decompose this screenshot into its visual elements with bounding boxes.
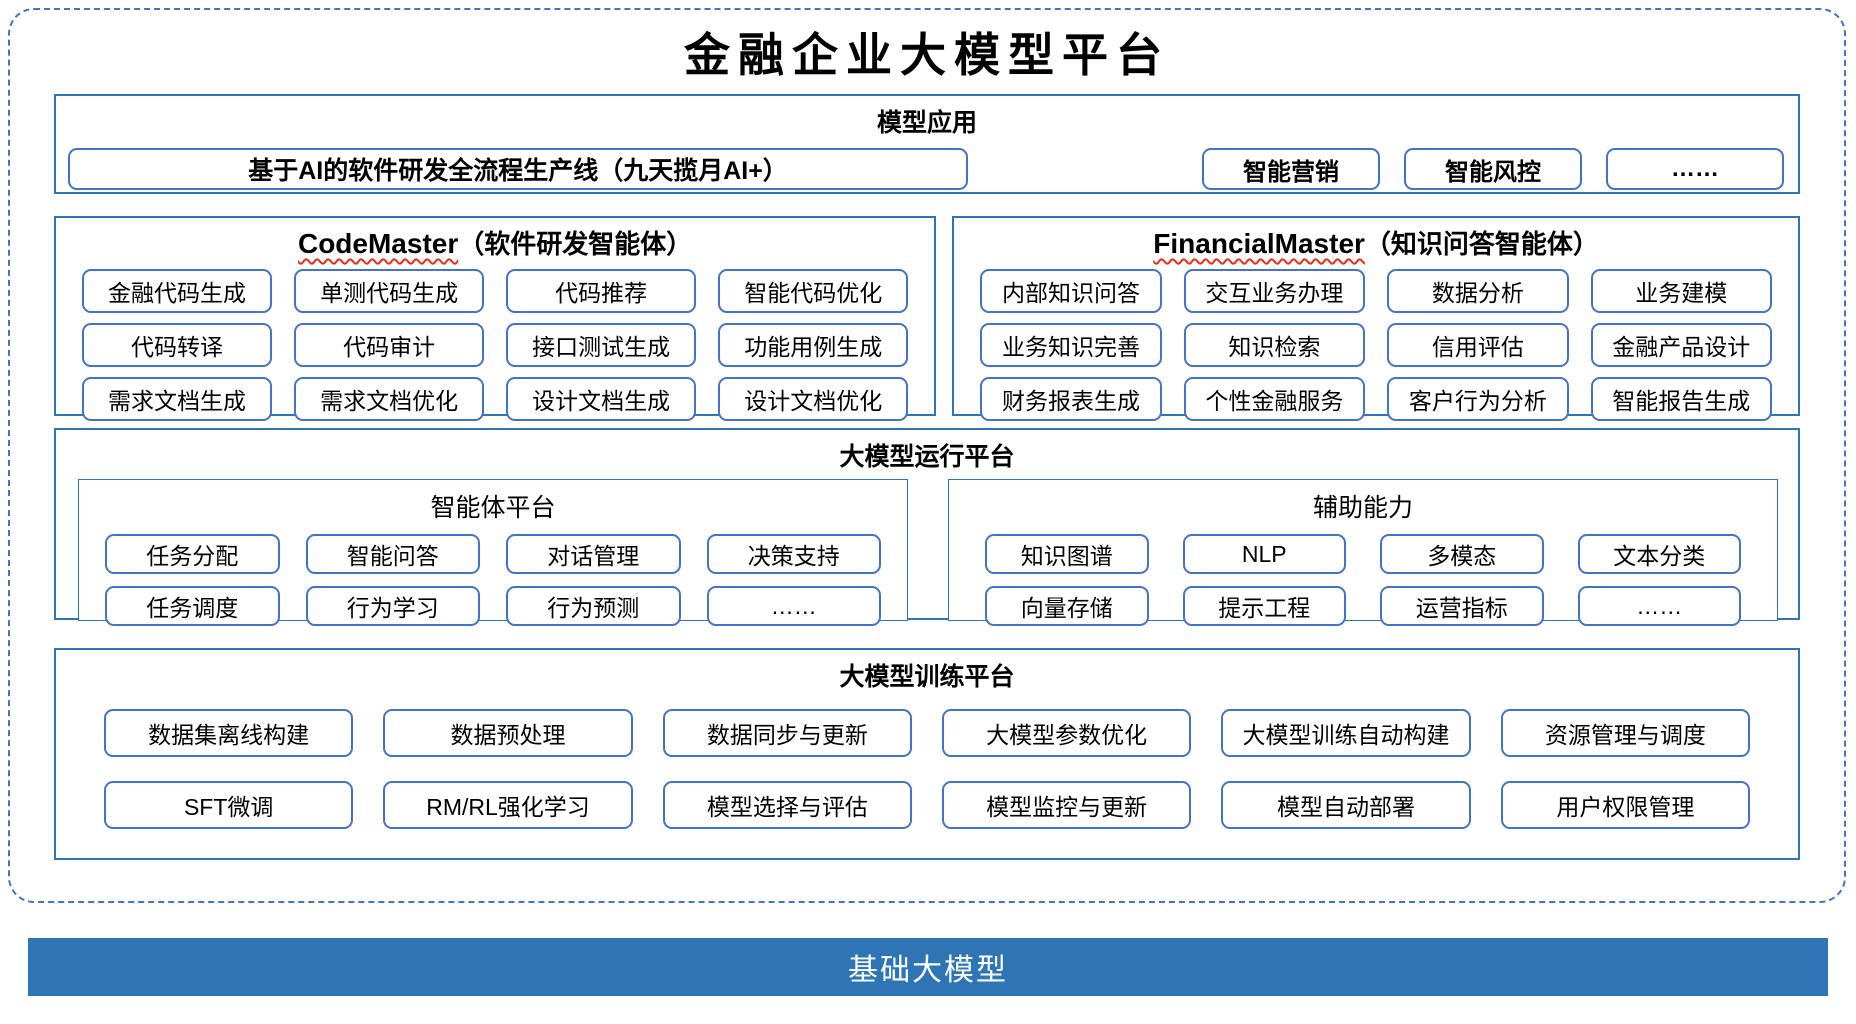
capability-box: 多模态 — [1380, 534, 1544, 574]
training-platform-header: 大模型训练平台 — [839, 663, 1015, 691]
capability-box: 行为学习 — [305, 586, 480, 626]
capability-box: 设计文档生成 — [506, 377, 697, 421]
base-model-bar: 基础大模型 — [28, 938, 1828, 996]
capability-box: 客户行为分析 — [1387, 377, 1569, 421]
capability-box: 个性金融服务 — [1183, 377, 1366, 421]
capability-box: …… — [1606, 148, 1784, 190]
capability-box: 智能风控 — [1404, 148, 1582, 190]
platform-dashed-outline: 金融企业大模型平台 模型应用 基于AI的软件研发全流程生产线（九天揽月AI+） … — [8, 8, 1846, 903]
capability-box: 大模型训练自动构建 — [1221, 709, 1471, 757]
aux-capabilities-grid: 知识图谱 NLP 多模态 文本分类 向量存储 提示工程 运营指标 …… — [949, 524, 1777, 626]
capability-box: 任务调度 — [105, 586, 280, 626]
capability-box: 运营指标 — [1380, 586, 1544, 626]
capability-box: 业务知识完善 — [980, 323, 1162, 367]
capability-box: 财务报表生成 — [980, 377, 1162, 421]
aux-capabilities-header: 辅助能力 — [1312, 494, 1413, 522]
capability-box: 提示工程 — [1182, 586, 1346, 626]
capability-box: 任务分配 — [105, 534, 280, 574]
capability-box: RM/RL强化学习 — [383, 781, 633, 829]
capability-box: 资源管理与调度 — [1500, 709, 1750, 757]
capability-box: 金融产品设计 — [1590, 323, 1772, 367]
codemaster-header: CodeMaster（软件研发智能体） — [56, 218, 934, 261]
agent-platform-grid: 任务分配 智能问答 对话管理 决策支持 任务调度 行为学习 行为预测 …… — [79, 524, 907, 626]
section-training-platform: 大模型训练平台 数据集离线构建 数据预处理 数据同步与更新 大模型参数优化 大模… — [54, 648, 1800, 860]
capability-box: 信用评估 — [1387, 323, 1569, 367]
capability-box: 交互业务办理 — [1183, 269, 1366, 313]
capability-box: 智能代码优化 — [718, 269, 909, 313]
financialmaster-grid: 内部知识问答 交互业务办理 数据分析 业务建模 业务知识完善 知识检索 信用评估… — [954, 261, 1798, 421]
model-applications-row: 基于AI的软件研发全流程生产线（九天揽月AI+） 智能营销 智能风控 …… — [56, 139, 1798, 190]
capability-box: 金融代码生成 — [82, 269, 273, 313]
section-model-applications: 模型应用 基于AI的软件研发全流程生产线（九天揽月AI+） 智能营销 智能风控 … — [54, 94, 1800, 194]
subsection-aux-capabilities: 辅助能力 知识图谱 NLP 多模态 文本分类 向量存储 提示工程 运营指标 …… — [948, 479, 1778, 626]
capability-box: 代码推荐 — [506, 269, 697, 313]
capability-box-ai-pipeline: 基于AI的软件研发全流程生产线（九天揽月AI+） — [68, 148, 968, 190]
capability-box: 知识图谱 — [985, 534, 1149, 574]
capability-box: 决策支持 — [706, 534, 881, 574]
capability-box: 知识检索 — [1183, 323, 1366, 367]
capability-box: 大模型参数优化 — [941, 709, 1192, 757]
capability-box: 对话管理 — [506, 534, 681, 574]
training-grid: 数据集离线构建 数据预处理 数据同步与更新 大模型参数优化 大模型训练自动构建 … — [56, 693, 1798, 829]
model-applications-header: 模型应用 — [876, 109, 977, 137]
capability-box: 单测代码生成 — [294, 269, 485, 313]
capability-box: 设计文档优化 — [718, 377, 909, 421]
capability-box: 文本分类 — [1577, 534, 1741, 574]
subsection-agent-platform: 智能体平台 任务分配 智能问答 对话管理 决策支持 任务调度 行为学习 行为预测… — [78, 479, 908, 626]
capability-box: 行为预测 — [506, 586, 681, 626]
capability-box: 接口测试生成 — [506, 323, 697, 367]
capability-box: 需求文档生成 — [82, 377, 273, 421]
financialmaster-name: FinancialMaster — [1153, 228, 1365, 259]
capability-box: 业务建模 — [1590, 269, 1772, 313]
capability-box: 模型自动部署 — [1221, 781, 1471, 829]
capability-box: …… — [1577, 586, 1741, 626]
capability-box: 向量存储 — [985, 586, 1149, 626]
financialmaster-header: FinancialMaster（知识问答智能体） — [954, 218, 1798, 261]
capability-box: 代码审计 — [294, 323, 485, 367]
agents-row: CodeMaster（软件研发智能体） 金融代码生成 单测代码生成 代码推荐 智… — [54, 216, 1800, 421]
capability-box: NLP — [1182, 534, 1346, 574]
capability-box: 功能用例生成 — [718, 323, 909, 367]
capability-box: 智能报告生成 — [1590, 377, 1772, 421]
capability-box: 代码转译 — [82, 323, 273, 367]
capability-box: 数据预处理 — [383, 709, 633, 757]
capability-box: 智能营销 — [1202, 148, 1380, 190]
financialmaster-subtitle: （知识问答智能体） — [1364, 229, 1599, 259]
section-codemaster: CodeMaster（软件研发智能体） 金融代码生成 单测代码生成 代码推荐 智… — [54, 216, 937, 421]
capability-box: 数据同步与更新 — [662, 709, 912, 757]
section-financialmaster: FinancialMaster（知识问答智能体） 内部知识问答 交互业务办理 数… — [952, 216, 1800, 421]
section-runtime-platform: 大模型运行平台 智能体平台 任务分配 智能问答 对话管理 决策支持 任务调度 行… — [54, 428, 1800, 626]
codemaster-grid: 金融代码生成 单测代码生成 代码推荐 智能代码优化 代码转译 代码审计 接口测试… — [56, 261, 934, 421]
agent-platform-header: 智能体平台 — [430, 494, 556, 522]
capability-box: 数据分析 — [1387, 269, 1569, 313]
capability-box: 需求文档优化 — [294, 377, 485, 421]
capability-box: …… — [706, 586, 881, 626]
capability-box: 数据集离线构建 — [104, 709, 354, 757]
codemaster-name: CodeMaster — [297, 228, 459, 259]
codemaster-subtitle: （软件研发智能体） — [458, 229, 693, 259]
capability-box: 模型选择与评估 — [662, 781, 912, 829]
capability-box: 智能问答 — [305, 534, 480, 574]
page-title: 金融企业大模型平台 — [684, 28, 1170, 82]
capability-box: 用户权限管理 — [1500, 781, 1750, 829]
capability-box: SFT微调 — [104, 781, 354, 829]
runtime-row: 智能体平台 任务分配 智能问答 对话管理 决策支持 任务调度 行为学习 行为预测… — [56, 473, 1798, 626]
capability-box: 模型监控与更新 — [941, 781, 1192, 829]
runtime-platform-header: 大模型运行平台 — [839, 443, 1015, 471]
capability-box: 内部知识问答 — [980, 269, 1162, 313]
